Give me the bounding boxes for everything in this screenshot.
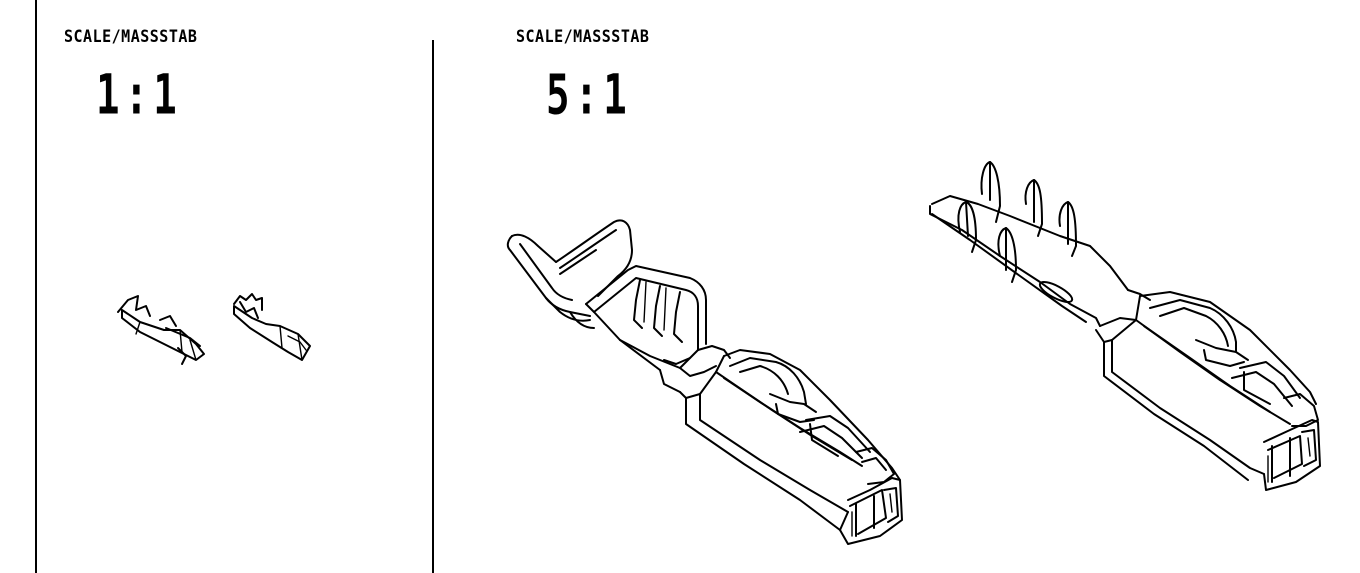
scale-ratio-view-1: 1:1 bbox=[96, 62, 182, 127]
scale-ratio-view-2: 5:1 bbox=[546, 62, 632, 127]
scale-label-view-2: SCALE/MASSSTAB bbox=[516, 26, 650, 47]
terminal-large-open-icon bbox=[506, 219, 903, 545]
terminal-large-closed-icon bbox=[929, 161, 1321, 491]
view-divider-line bbox=[432, 40, 434, 573]
terminal-small-right-icon bbox=[233, 293, 311, 361]
scale-label-view-1: SCALE/MASSSTAB bbox=[64, 26, 198, 47]
terminal-small-left-icon bbox=[117, 295, 205, 365]
left-border-line bbox=[35, 0, 37, 573]
